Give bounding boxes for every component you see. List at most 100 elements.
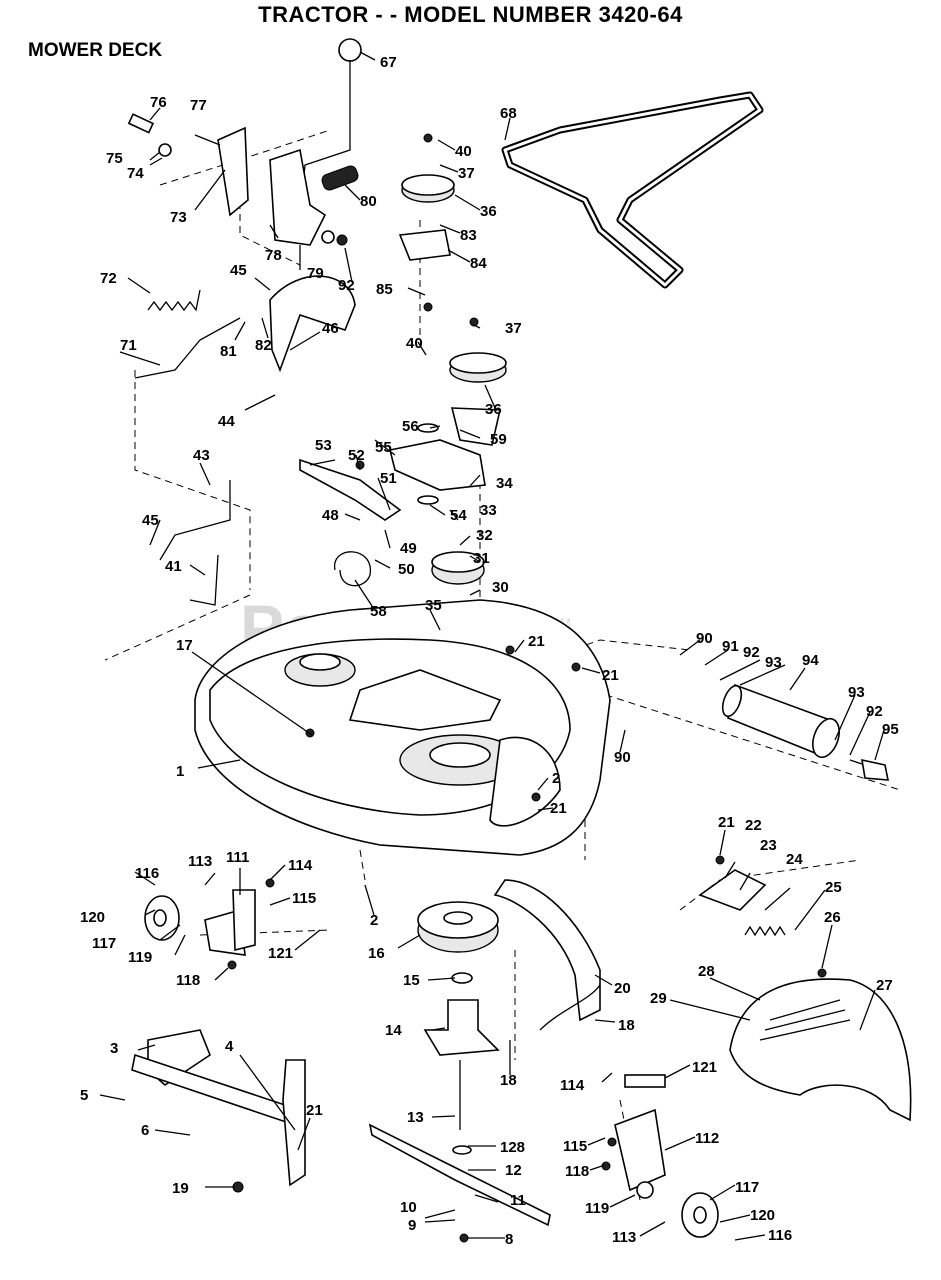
callout-116a: 116 [135,865,159,882]
callout-16: 16 [368,945,385,962]
callout-53: 53 [315,437,332,454]
callout-21a: 21 [528,633,545,650]
callout-28: 28 [698,963,715,980]
callout-121a: 121 [268,945,293,962]
callout-92b: 92 [743,644,760,661]
callout-23: 23 [760,837,777,854]
callout-20: 20 [614,980,631,997]
callout-90a: 90 [696,630,713,647]
callout-50: 50 [398,561,415,578]
callout-114a: 114 [288,857,313,874]
left-wheel-assembly [144,889,256,956]
callout-49: 49 [400,540,417,557]
lift-bracket-assembly [127,113,348,246]
callout-78: 78 [265,247,282,264]
callout-45a: 45 [230,262,247,279]
callout-115b: 115 [563,1138,587,1155]
callout-113b: 113 [612,1229,636,1246]
deflector-link [539,984,601,1031]
callout-30: 30 [492,579,509,596]
callout-111: 111 [226,849,249,866]
callout-52: 52 [348,447,365,464]
springs-and-links [134,289,371,606]
callout-29: 29 [650,990,667,1007]
callout-21e: 21 [718,814,735,831]
callout-92: 92 [338,277,355,294]
callout-76: 76 [150,94,167,111]
callout-15: 15 [403,972,420,989]
callout-2a: 2 [552,770,560,787]
callout-82: 82 [255,337,272,354]
callout-44: 44 [218,413,235,430]
callout-74: 74 [127,165,144,182]
callout-94: 94 [802,652,819,669]
callout-92c: 92 [866,703,883,720]
callout-21d: 21 [306,1102,323,1119]
deck-cover-shield [729,978,912,1122]
callout-121b: 121 [692,1059,717,1076]
callout-59: 59 [490,431,507,448]
callout-18a: 18 [500,1072,517,1089]
callout-120b: 120 [750,1207,775,1224]
callout-numbers: 67 68 40 37 36 83 84 85 80 92 79 78 77 7… [80,54,899,1248]
pulley-bracket [398,229,451,261]
callout-58: 58 [370,603,387,620]
callout-26: 26 [824,909,841,926]
callout-36b: 36 [485,401,502,418]
callout-27: 27 [876,977,893,994]
deflector-rod [493,879,601,1022]
callout-119a: 119 [128,949,152,966]
callout-25: 25 [825,879,842,896]
callout-117a: 117 [92,935,116,952]
callout-91: 91 [722,638,739,655]
callout-118b: 118 [565,1163,589,1180]
callout-37: 37 [458,165,475,182]
callout-22: 22 [745,817,762,834]
callout-24: 24 [786,851,803,868]
callout-1: 1 [176,763,184,780]
section-title: MOWER DECK [28,40,163,61]
callout-6: 6 [141,1122,149,1139]
callout-40: 40 [455,143,472,160]
callout-51: 51 [380,470,397,487]
callout-83: 83 [460,227,477,244]
callout-19: 19 [172,1180,189,1197]
callout-40b: 40 [406,335,423,352]
callout-84: 84 [470,255,487,272]
callout-117b: 117 [735,1179,759,1196]
callout-113a: 113 [188,853,212,870]
right-wheel-assembly [614,1074,719,1238]
callout-37b: 37 [505,320,522,337]
lift-handle [299,38,362,216]
callout-114b: 114 [560,1077,585,1094]
leader-lines [99,51,885,1241]
callout-45b: 45 [142,512,159,529]
callout-43: 43 [193,447,210,464]
callout-4: 4 [225,1038,234,1055]
callout-115a: 115 [292,890,316,907]
callout-93a: 93 [765,654,782,671]
callout-93b: 93 [848,684,865,701]
callout-31: 31 [473,550,490,567]
callout-48: 48 [322,507,339,524]
callout-8: 8 [505,1231,513,1248]
spindle-assembly [368,901,551,1227]
page-title: TRACTOR - - MODEL NUMBER 3420-64 [258,2,683,27]
callout-77: 77 [190,97,207,114]
callout-75: 75 [106,150,123,167]
callout-12: 12 [505,1162,522,1179]
callout-90b: 90 [614,749,631,766]
callout-9: 9 [408,1217,416,1234]
callout-11: 11 [510,1192,526,1209]
callout-68: 68 [500,105,517,122]
callout-46: 46 [322,320,339,337]
callout-118a: 118 [176,972,200,989]
callout-80: 80 [360,193,377,210]
callout-21c: 21 [550,800,567,817]
callout-2b: 2 [370,912,378,929]
callout-13: 13 [407,1109,424,1126]
callout-71: 71 [120,337,137,354]
callout-35: 35 [425,597,442,614]
callout-119b: 119 [585,1200,609,1217]
